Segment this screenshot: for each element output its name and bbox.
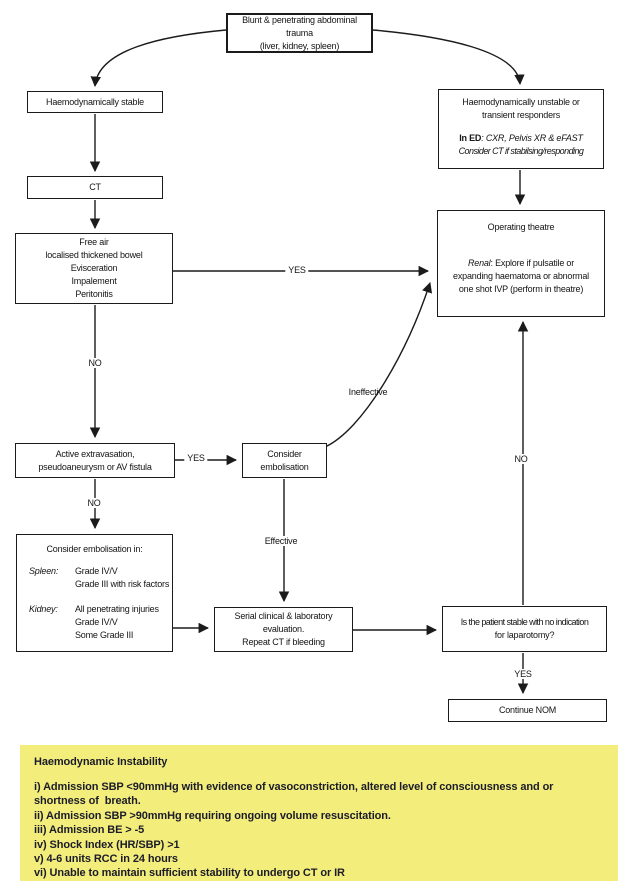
edge-trauma-unstable bbox=[372, 29, 525, 86]
node-line: All penetrating injuries bbox=[75, 604, 159, 614]
node-haemodynamically-stable: Haemodynamically stable bbox=[27, 91, 163, 113]
node-line: trauma bbox=[286, 27, 313, 38]
node-consider-embolisation-in: Consider embolisation in: Spleen: Grade … bbox=[16, 534, 173, 652]
node-operating-theatre: Operating theatre Renal: Explore if puls… bbox=[437, 210, 605, 317]
node-line: Some Grade III bbox=[75, 630, 134, 640]
in-ed-label: In ED bbox=[459, 133, 482, 143]
kidney-label: Kidney: bbox=[29, 604, 58, 614]
note-line: vi) Unable to maintain sufficient stabil… bbox=[34, 867, 345, 880]
node-line: Impalement bbox=[71, 276, 117, 286]
node-line: Haemodynamically unstable or bbox=[462, 97, 580, 107]
node-line: Grade IV/V bbox=[75, 566, 118, 576]
node-line: (liver, kidney, spleen) bbox=[259, 40, 340, 51]
node-line: Grade IV/V bbox=[75, 617, 118, 627]
node-line: In ED: CXR, Pelvis XR & eFAST bbox=[459, 132, 583, 145]
node-line: Blunt & penetrating abdominal bbox=[242, 14, 357, 25]
node-line: Peritonitis bbox=[75, 289, 113, 299]
spleen-row: Spleen: Grade IV/V Grade III with risk f… bbox=[17, 565, 172, 591]
in-ed-text: : CXR, Pelvis XR & eFAST bbox=[481, 133, 583, 143]
node-line: expanding haematoma or abnormal bbox=[453, 271, 589, 281]
node-line: Free air bbox=[79, 237, 109, 247]
kidney-text: All penetrating injuries Grade IV/V Some… bbox=[75, 603, 159, 642]
node-line: Continue NOM bbox=[498, 705, 557, 715]
node-title: Consider embolisation in: bbox=[46, 544, 143, 554]
node-line: Haemodynamically stable bbox=[46, 96, 144, 107]
spleen-text: Grade IV/V Grade III with risk factors bbox=[75, 565, 169, 591]
node-consider-embolisation: Consider embolisation bbox=[242, 443, 327, 478]
node-line: transient responders bbox=[481, 110, 561, 120]
note-line: iii) Admission BE > -5 bbox=[34, 824, 145, 837]
node-line: CT bbox=[89, 182, 101, 192]
edge-label-ineffective: Ineffective bbox=[348, 387, 388, 397]
node-ct: CT bbox=[27, 176, 163, 199]
node-line: Consider CT if stabilsing/responding bbox=[458, 146, 584, 156]
node-patient-stable-question: Is the patient stable with no indication… bbox=[442, 606, 607, 652]
node-line: Evisceration bbox=[70, 263, 118, 273]
edge-embolisation-theatre-ineffective bbox=[324, 282, 433, 448]
node-trauma: Blunt & penetrating abdominal trauma (li… bbox=[226, 13, 373, 53]
note-line: shortness of breath. bbox=[34, 795, 141, 808]
node-line: Active extravasation, bbox=[55, 448, 135, 459]
node-title: Operating theatre bbox=[487, 222, 555, 232]
node-line: Renal: Explore if pulsatile or bbox=[468, 257, 574, 270]
note-line: v) 4-6 units RCC in 24 hours bbox=[34, 853, 178, 866]
edge-label-no-laparotomy: NO bbox=[511, 454, 531, 464]
edge-trauma-stable bbox=[90, 29, 227, 88]
node-line: one shot IVP (perform in theatre) bbox=[458, 284, 584, 294]
node-free-air: Free air localised thickened bowel Evisc… bbox=[15, 233, 173, 304]
node-line: pseudoaneurysm or AV fistula bbox=[38, 461, 152, 472]
node-line: Is the patient stable with no indication bbox=[460, 617, 589, 627]
edge-label-no-extravasation: NO bbox=[84, 498, 104, 508]
edge-label-yes-theatre: YES bbox=[285, 265, 309, 275]
node-active-extravasation: Active extravasation, pseudoaneurysm or … bbox=[15, 443, 175, 478]
node-serial-evaluation: Serial clinical & laboratory evaluation.… bbox=[214, 607, 353, 652]
node-haemodynamically-unstable: Haemodynamically unstable or transient r… bbox=[438, 89, 604, 169]
node-line: Repeat CT if bleeding bbox=[242, 637, 325, 647]
edge-label-yes-embolisation: YES bbox=[184, 453, 208, 463]
node-line: embolisation bbox=[260, 461, 309, 472]
note-line: iv) Shock Index (HR/SBP) >1 bbox=[34, 838, 180, 851]
renal-label: Renal bbox=[467, 258, 491, 268]
node-line: for laparotomy? bbox=[494, 630, 555, 640]
spleen-label: Spleen: bbox=[29, 566, 59, 576]
note-title: Haemodynamic Instability bbox=[34, 756, 168, 768]
note-line: i) Admission SBP <90mmHg with evidence o… bbox=[34, 781, 554, 793]
node-line: evaluation. bbox=[262, 624, 305, 634]
edge-label-effective: Effective bbox=[261, 536, 301, 546]
note-haemodynamic-instability: Haemodynamic Instability i) Admission SB… bbox=[20, 745, 618, 881]
renal-text: : Explore if pulsatile or bbox=[490, 258, 575, 268]
node-line: Serial clinical & laboratory bbox=[234, 611, 333, 621]
edge-label-no-freeair: NO bbox=[85, 358, 105, 368]
node-line: localised thickened bowel bbox=[45, 250, 143, 260]
kidney-row: Kidney: All penetrating injuries Grade I… bbox=[17, 603, 172, 642]
node-line: Grade III with risk factors bbox=[75, 579, 170, 589]
edge-label-yes-nom: YES bbox=[511, 669, 535, 679]
note-line: ii) Admission SBP >90mmHg requiring ongo… bbox=[34, 809, 391, 822]
node-continue-nom: Continue NOM bbox=[448, 699, 607, 722]
node-line: Consider bbox=[267, 448, 302, 459]
